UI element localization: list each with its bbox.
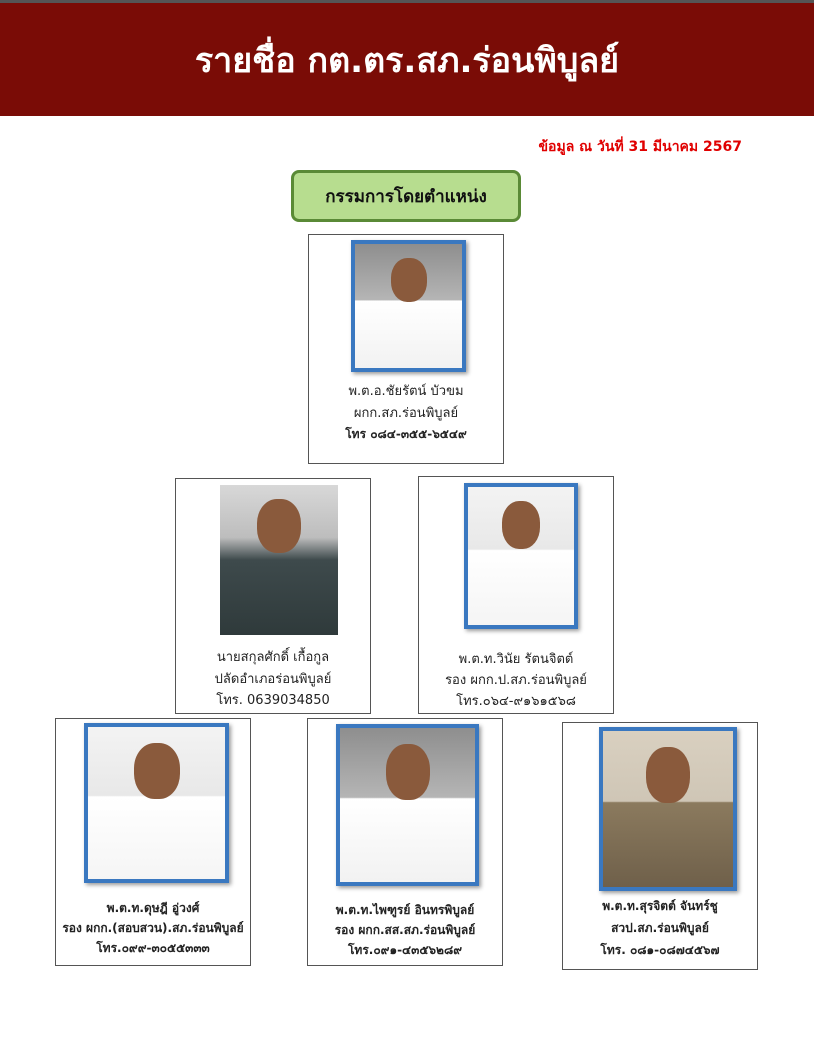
member-photo bbox=[336, 724, 479, 886]
page-title: รายชื่อ กต.ตร.สภ.ร่อนพิบูลย์ bbox=[194, 40, 620, 81]
member-card: นายสกุลศักดิ์ เกื้อกูล ปลัดอำเภอร่อนพิบู… bbox=[175, 478, 371, 714]
member-photo bbox=[464, 483, 578, 629]
member-name: พ.ต.ท.สุรจิตต์ จันทร์ชู bbox=[602, 899, 718, 913]
member-position: รอง ผกก.สส.สภ.ร่อนพิบูลย์ bbox=[334, 923, 476, 937]
member-photo bbox=[84, 723, 229, 883]
member-name: นายสกุลศักดิ์ เกื้อกูล bbox=[216, 650, 330, 665]
member-photo bbox=[351, 240, 466, 372]
member-name: พ.ต.ท.ไพฑูรย์ อินทรพิบูลย์ bbox=[335, 903, 475, 917]
page-header: รายชื่อ กต.ตร.สภ.ร่อนพิบูลย์ bbox=[0, 0, 814, 116]
member-card: พ.ต.อ.ชัยรัตน์ บัวขม ผกก.สภ.ร่อนพิบูลย์ … bbox=[308, 234, 504, 464]
member-card: พ.ต.ท.ดุษฎี อู่วงศ์ รอง ผกก.(สอบสวน).สภ.… bbox=[55, 718, 251, 966]
member-position: สวป.สภ.ร่อนพิบูลย์ bbox=[611, 921, 709, 935]
member-position: ผกก.สภ.ร่อนพิบูลย์ bbox=[353, 406, 459, 421]
date-note: ข้อมูล ณ วันที่ 31 มีนาคม 2567 bbox=[538, 139, 742, 155]
member-position: รอง ผกก.(สอบสวน).สภ.ร่อนพิบูลย์ bbox=[62, 921, 244, 935]
member-name: พ.ต.ท.ดุษฎี อู่วงศ์ bbox=[106, 901, 200, 915]
member-name: พ.ต.อ.ชัยรัตน์ บัวขม bbox=[348, 384, 464, 399]
section-label: กรรมการโดยตำแหน่ง bbox=[291, 170, 521, 222]
member-card: พ.ต.ท.สุรจิตต์ จันทร์ชู สวป.สภ.ร่อนพิบูล… bbox=[562, 722, 758, 970]
member-photo bbox=[220, 485, 338, 635]
member-phone: โทร. 0639034850 bbox=[216, 693, 330, 708]
member-phone: โทร. ๐๘๑-๐๘๗๔๕๖๗ bbox=[600, 943, 720, 957]
member-card: พ.ต.ท.ไพฑูรย์ อินทรพิบูลย์ รอง ผกก.สส.สภ… bbox=[307, 718, 503, 966]
member-phone: โทร.๐๙๙-๓๐๕๕๓๓๓ bbox=[96, 941, 210, 955]
member-name: พ.ต.ท.วินัย รัตนจิตต์ bbox=[458, 652, 574, 667]
member-position: ปลัดอำเภอร่อนพิบูลย์ bbox=[214, 672, 332, 687]
member-photo bbox=[599, 727, 737, 891]
member-position: รอง ผกก.ป.สภ.ร่อนพิบูลย์ bbox=[445, 673, 587, 688]
member-phone: โทร.๐๙๑-๔๓๕๖๒๘๙ bbox=[347, 943, 462, 957]
member-phone: โทร.๐๖๔-๙๑๖๑๕๖๘ bbox=[456, 694, 576, 709]
member-card: พ.ต.ท.วินัย รัตนจิตต์ รอง ผกก.ป.สภ.ร่อนพ… bbox=[418, 476, 614, 714]
member-phone: โทร ๐๘๔-๓๕๕-๖๕๔๙ bbox=[345, 427, 467, 441]
